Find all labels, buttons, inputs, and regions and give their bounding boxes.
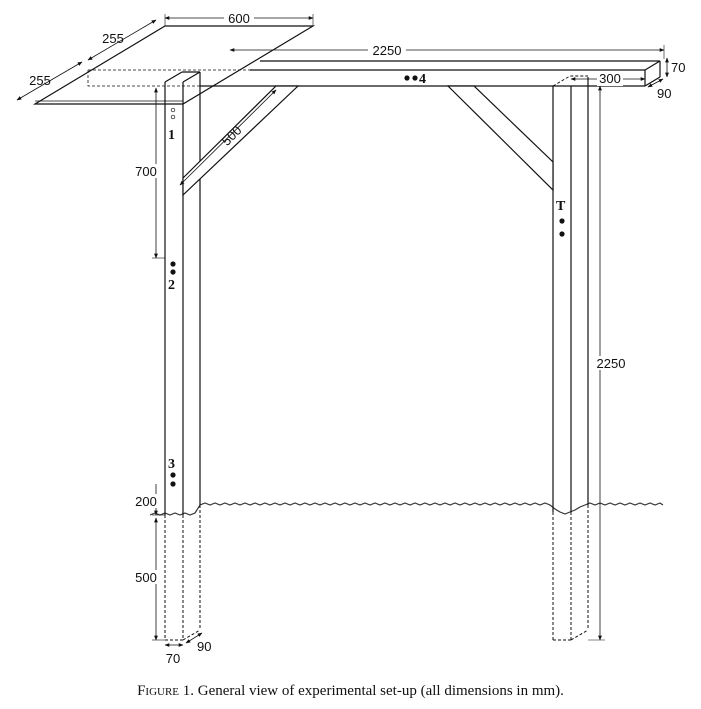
dim-upper-post: 700 [132,87,165,259]
right-brace [446,85,554,192]
right-post-top-hidden [552,75,588,87]
dim-label-upper-post: 700 [135,164,157,179]
dim-label-post-width: 90 [197,639,211,654]
dim-label-post-thickness: 70 [166,651,180,666]
dim-label-overhang: 300 [599,71,621,86]
dim-overhang: 300 [570,71,646,86]
left-post-embedded [164,505,201,641]
dim-label-post-height: 2250 [597,356,626,371]
dim-label-plate-depth-left: 255 [29,73,51,88]
dim-beam-length: 2250 [229,43,665,59]
setup-diagram: 600 255 255 2250 70 90 300 500 [16,11,685,666]
dim-brace: 500 [179,89,277,186]
sensor-t: T [556,199,566,237]
figure-caption: Figure 1. General view of experimental s… [0,683,701,700]
sensor-4: 4 [404,72,426,87]
dim-plate-depth-left: 255 [16,61,83,101]
dim-ground-gap: 200 [132,484,165,516]
sensor-label-1: 1 [168,128,175,143]
dim-post-thickness: 70 [164,643,184,666]
caption-text: General view of experimental set-up (all… [197,683,564,699]
right-post [552,77,589,512]
dim-label-beam-width: 90 [657,86,671,101]
hidden-beam-end [87,69,250,87]
dim-label-beam-length: 2250 [373,43,402,58]
sensor-label-4: 4 [419,72,426,87]
dim-label-plate-depth-top: 255 [102,31,124,46]
sensor-1: 1 [168,107,176,143]
dim-embed-depth: 500 [132,517,165,641]
caption-number: 1. [182,683,195,699]
dim-beam-height: 70 [665,57,685,78]
sensor-label-3: 3 [168,457,175,472]
dim-label-embed-depth: 500 [135,570,157,585]
sensor-2: 2 [168,261,176,293]
top-beam [200,60,661,87]
dim-post-width: 90 [185,632,211,654]
dim-plate-depth-top: 255 [87,19,157,61]
dim-beam-width: 90 [647,78,671,101]
sensor-label-2: 2 [168,278,175,293]
dim-post-height: 2250 [588,85,630,641]
ground-line [149,502,664,516]
right-post-embedded [552,505,589,641]
sensor-label-t: T [556,199,566,214]
caption-label: Figure [137,683,180,699]
dim-label-plate-width: 600 [228,11,250,26]
dim-label-beam-height: 70 [671,60,685,75]
dim-plate-width: 600 [164,11,314,26]
dim-label-ground-gap: 200 [135,494,157,509]
sensor-3: 3 [168,457,176,487]
